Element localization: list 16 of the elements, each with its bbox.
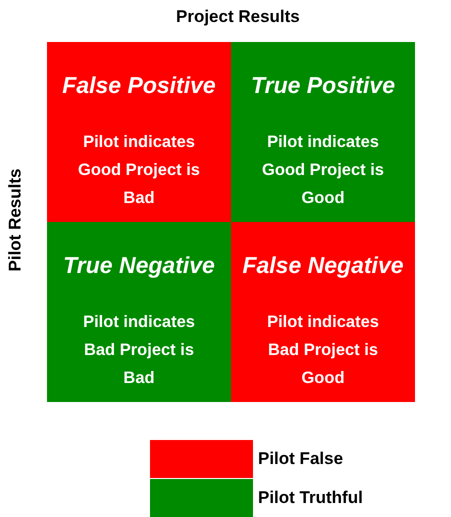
legend-label: Pilot False <box>258 449 344 469</box>
axis-title: Project Results <box>176 7 300 27</box>
matrix-quadrant <box>231 42 415 222</box>
matrix-quadrant <box>47 222 231 402</box>
quadrant-title: True Positive <box>250 72 396 99</box>
legend-label: Pilot Truthful <box>258 488 363 508</box>
quadrant-title: False Positive <box>61 72 217 99</box>
matrix-quadrant <box>47 42 231 222</box>
quadrant-description: Pilot indicates Good Project is Good <box>261 132 385 209</box>
matrix-quadrant <box>231 222 415 402</box>
quadrant-description: Pilot indicates Bad Project is Good <box>266 312 380 389</box>
quadrant-description: Pilot indicates Bad Project is Bad <box>82 312 196 389</box>
axis-title: Pilot Results <box>5 168 26 272</box>
quadrant-description: Pilot indicates Good Project is Bad <box>77 132 201 209</box>
quadrant-title: True Negative <box>62 252 216 279</box>
quadrant-title: False Negative <box>241 252 405 279</box>
